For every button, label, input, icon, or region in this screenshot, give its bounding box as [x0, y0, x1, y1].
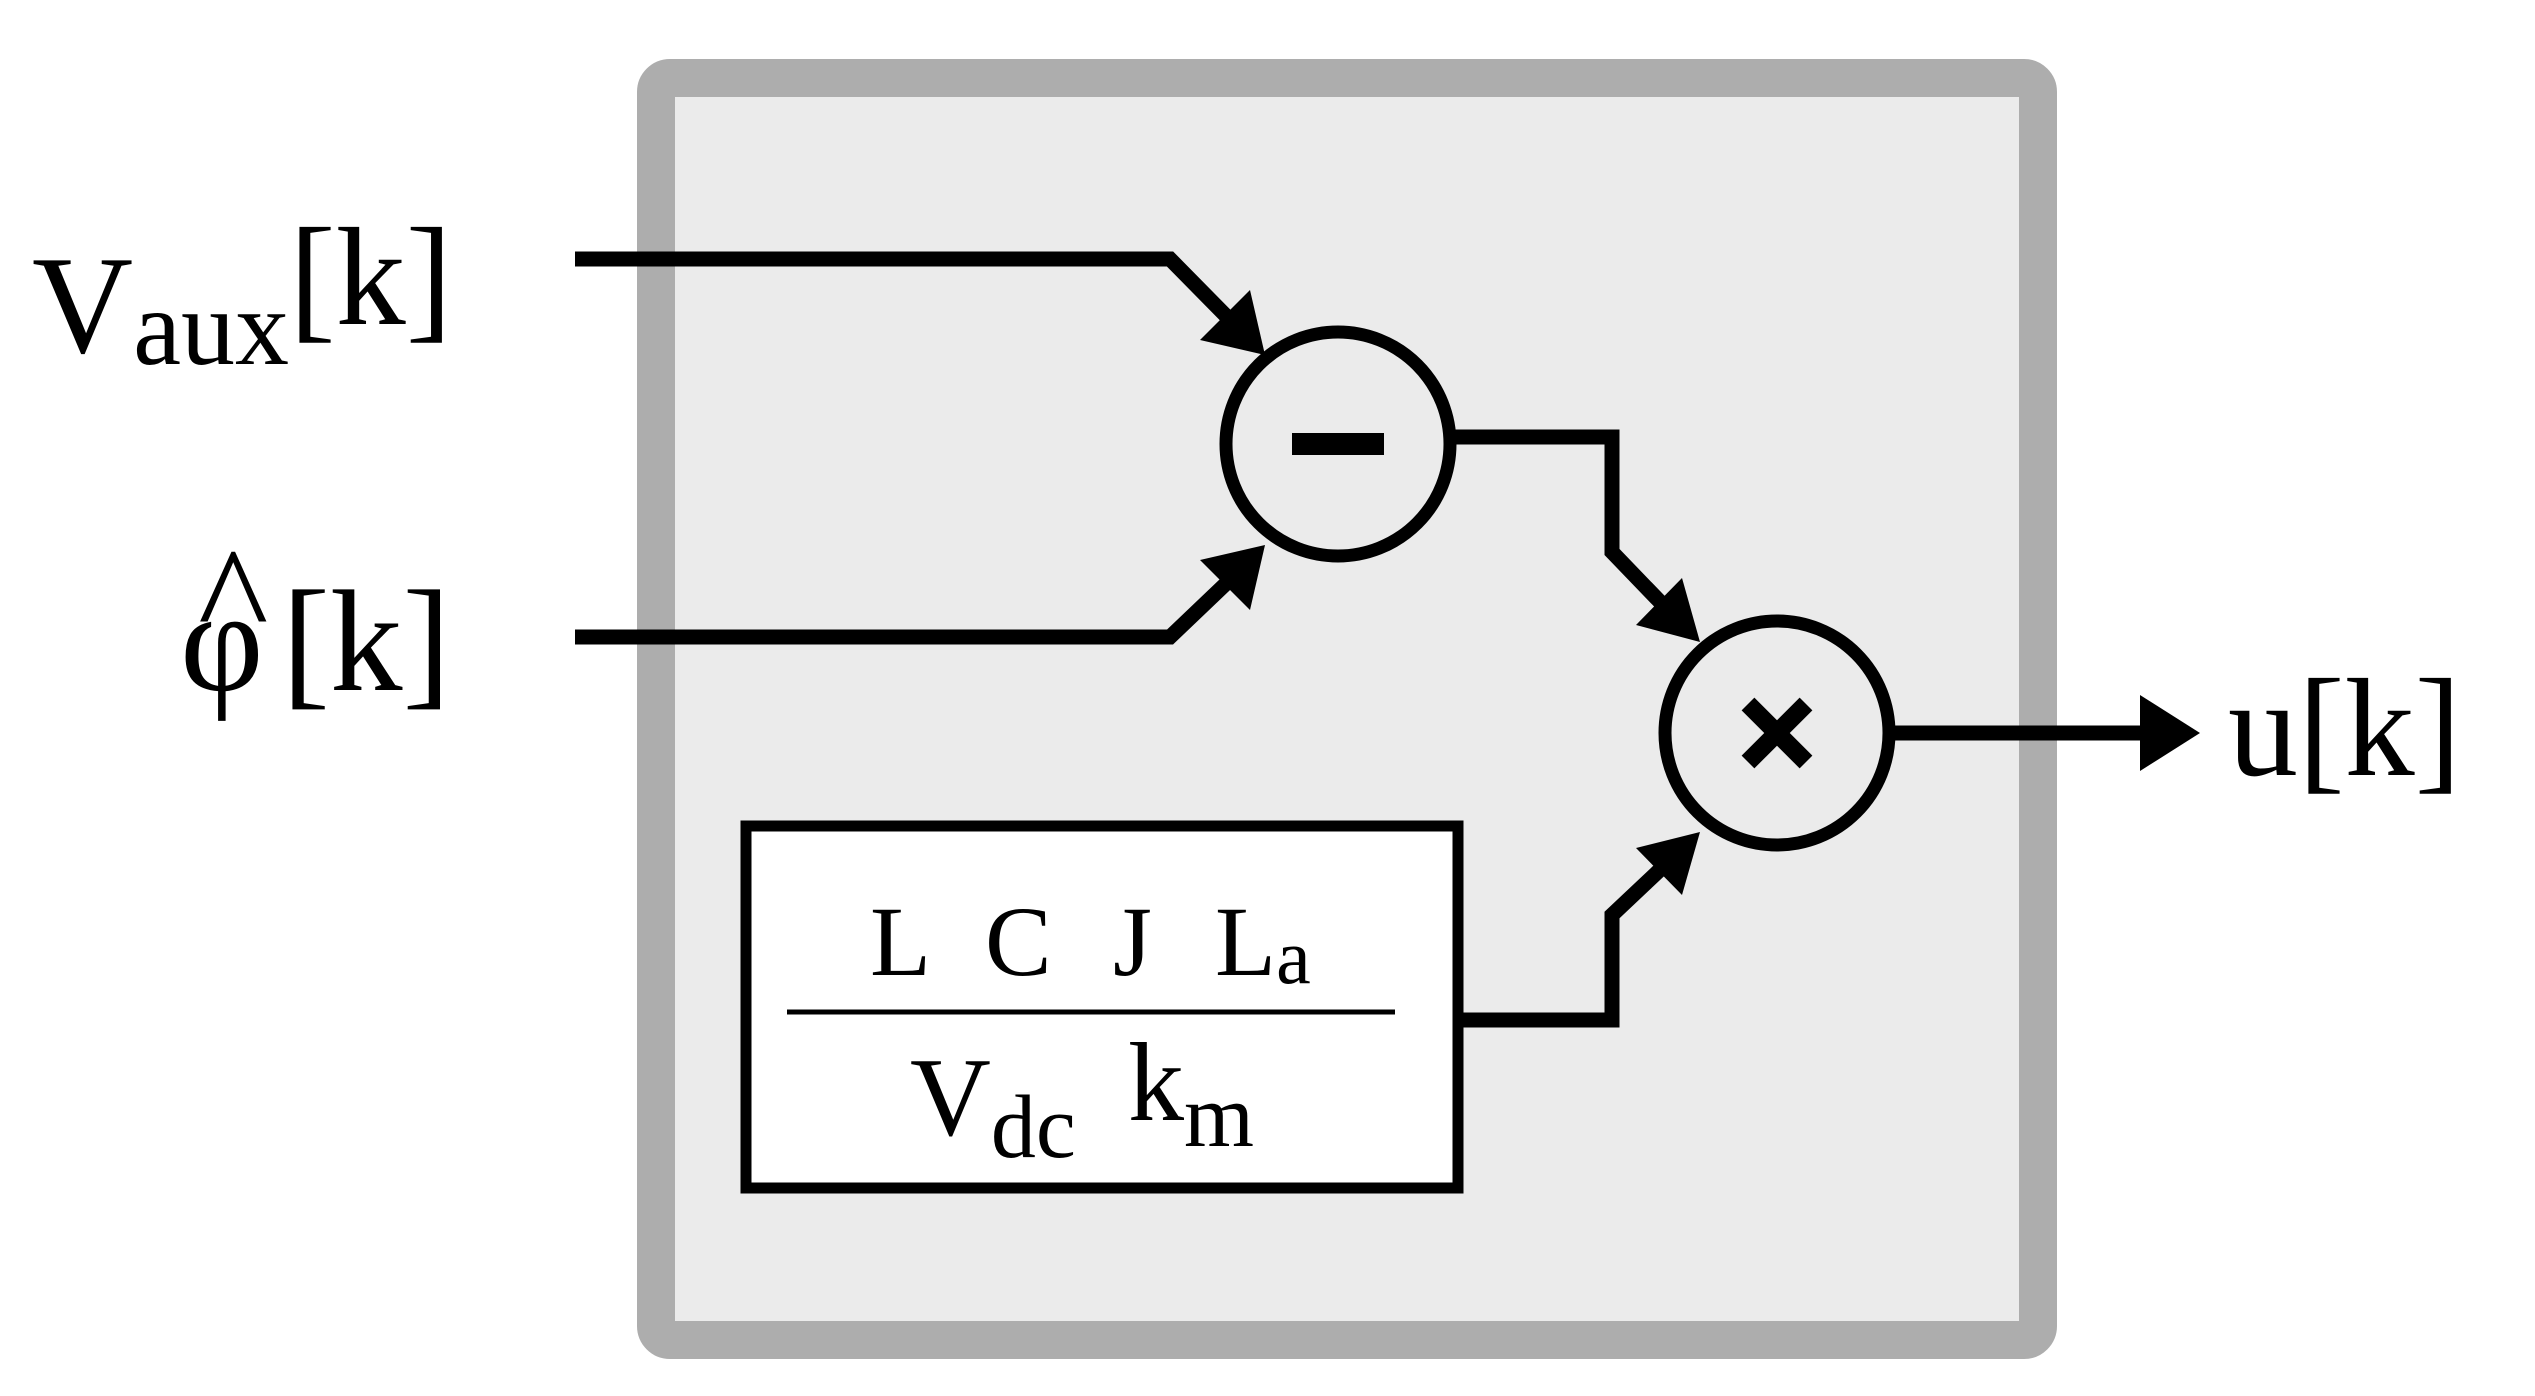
input-label-vaux: Vaux[k] — [32, 200, 452, 388]
gain-wire — [1462, 859, 1671, 1028]
Vdc-main: V — [910, 1036, 991, 1160]
vaux-wire — [575, 251, 1241, 331]
numerator-L: L — [870, 886, 931, 997]
subtract-sign-icon — [1292, 433, 1384, 455]
multiply-sign-icon — [1741, 697, 1813, 769]
phi-main: φ — [180, 562, 264, 722]
La-subscript: a — [1276, 913, 1311, 1000]
numerator-C: C — [985, 886, 1052, 997]
vaux-main: V — [32, 228, 133, 383]
denominator-Vdc: Vdc — [910, 1036, 1076, 1177]
diff-arrowhead — [1636, 578, 1700, 642]
vaux-suffix: [k] — [289, 200, 452, 355]
phi-arrowhead — [1200, 545, 1265, 610]
vaux-subscript: aux — [133, 269, 289, 388]
denominator-km: km — [1128, 1021, 1254, 1166]
Vdc-subscript: dc — [991, 1078, 1076, 1177]
gain-block — [740, 820, 1464, 1194]
output-label: u[k] — [2228, 651, 2461, 806]
phi-wire — [575, 569, 1241, 645]
vaux-arrowhead — [1200, 290, 1265, 355]
input-label-phi: φ[k] — [180, 562, 451, 722]
phi-hat-symbol: ^ — [198, 517, 268, 683]
phi-suffix: [k] — [282, 562, 451, 722]
numerator-La: La — [1215, 886, 1311, 1000]
La-main: L — [1215, 886, 1276, 997]
km-main: k — [1128, 1021, 1184, 1145]
gain-arrowhead — [1636, 832, 1700, 895]
numerator-J: J — [1113, 886, 1152, 997]
km-subscript: m — [1184, 1067, 1254, 1166]
diff-wire — [1450, 429, 1671, 613]
output-arrowhead — [2140, 695, 2200, 771]
